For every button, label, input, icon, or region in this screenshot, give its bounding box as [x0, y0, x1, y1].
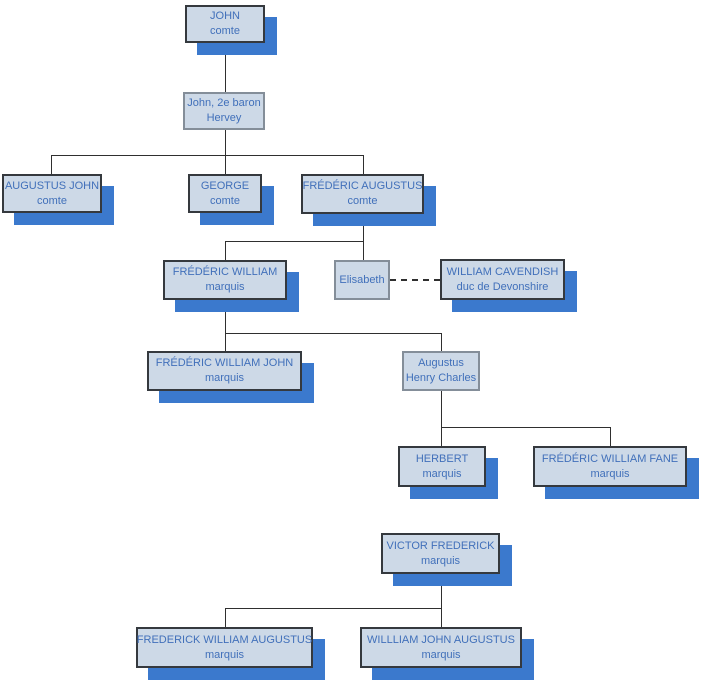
- node-frederic-william: FRÉDÉRIC WILLIAM marquis: [163, 260, 287, 300]
- person-title: marquis: [420, 554, 461, 567]
- person-title: duc de Devonshire: [456, 280, 549, 293]
- tree-connector-line: [225, 608, 441, 609]
- marriage-dashed-line: [390, 279, 440, 281]
- tree-connector-line: [225, 130, 226, 155]
- person-title: marquis: [205, 281, 245, 293]
- tree-connector-line: [225, 608, 226, 627]
- person-name: WILLIAM CAVENDISH: [446, 265, 559, 278]
- tree-connector-line: [225, 241, 226, 260]
- node-herbert: HERBERT marquis: [398, 446, 486, 487]
- tree-connector-line: [441, 427, 442, 446]
- person-name: FRÉDÉRIC WILLIAM FANE: [541, 452, 679, 465]
- tree-connector-line: [225, 43, 226, 92]
- node-willliam-john-augustus: WILLLIAM JOHN AUGUSTUS marquis: [360, 627, 522, 668]
- node-frederic-william-fane: FRÉDÉRIC WILLIAM FANE marquis: [533, 446, 687, 487]
- person-title: comte: [37, 194, 67, 207]
- person-name: John, 2e baron: [187, 97, 261, 109]
- node-victor-frederick: VICTOR FREDERICK marquis: [381, 533, 500, 574]
- tree-connector-line: [225, 300, 226, 333]
- tree-connector-line: [363, 213, 364, 260]
- person-title: marquis: [421, 648, 461, 661]
- tree-connector-line: [441, 608, 442, 627]
- tree-connector-line: [225, 241, 363, 242]
- node-augustus-john: AUGUSTUS JOHN comte: [2, 174, 102, 213]
- node-elisabeth: Elisabeth: [334, 260, 390, 300]
- person-name: WILLLIAM JOHN AUGUSTUS: [367, 633, 515, 646]
- person-title: comte: [210, 194, 240, 207]
- person-title: comte: [347, 195, 378, 207]
- node-frederick-william-augustus: FREDERICK WILLIAM AUGUSTUS marquis: [136, 627, 313, 668]
- person-title: marquis: [204, 648, 245, 661]
- person-title: marquis: [590, 467, 630, 480]
- person-name: Augustus: [418, 357, 464, 369]
- person-name: FRÉDÉRIC WILLIAM JOHN: [155, 357, 294, 369]
- tree-connector-line: [51, 155, 363, 156]
- tree-connector-line: [441, 574, 442, 608]
- person-title: marquis: [422, 467, 462, 480]
- tree-connector-line: [441, 333, 442, 351]
- person-name: FREDERICK WILLIAM AUGUSTUS: [136, 633, 313, 646]
- tree-connector-line: [225, 333, 441, 334]
- person-name: FRÉDÉRIC WILLIAM: [172, 266, 278, 278]
- node-john-comte: JOHN comte: [185, 5, 265, 43]
- tree-connector-line: [610, 427, 611, 446]
- tree-connector-line: [51, 155, 52, 174]
- person-title: Henry Charles: [405, 372, 477, 384]
- tree-connector-line: [441, 427, 610, 428]
- person-name: Elisabeth: [339, 273, 385, 286]
- tree-connector-line: [225, 333, 226, 351]
- tree-connector-line: [225, 155, 226, 174]
- person-name: AUGUSTUS JOHN: [4, 179, 100, 192]
- node-frederic-william-john: FRÉDÉRIC WILLIAM JOHN marquis: [147, 351, 302, 391]
- tree-connector-line: [363, 155, 364, 174]
- person-title: comte: [210, 25, 240, 37]
- person-title: marquis: [204, 372, 245, 384]
- tree-connector-line: [441, 390, 442, 427]
- person-name: VICTOR FREDERICK: [386, 539, 495, 552]
- person-name: GEORGE: [200, 179, 250, 192]
- node-george: GEORGE comte: [188, 174, 262, 213]
- person-name: FRÉDÉRIC AUGUSTUS: [302, 180, 423, 192]
- person-title: Hervey: [206, 112, 242, 124]
- node-frederic-augustus: FRÉDÉRIC AUGUSTUS comte: [301, 174, 424, 214]
- person-name: JOHN: [210, 10, 240, 22]
- node-william-cavendish: WILLIAM CAVENDISH duc de Devonshire: [440, 259, 565, 300]
- person-name: HERBERT: [415, 452, 469, 465]
